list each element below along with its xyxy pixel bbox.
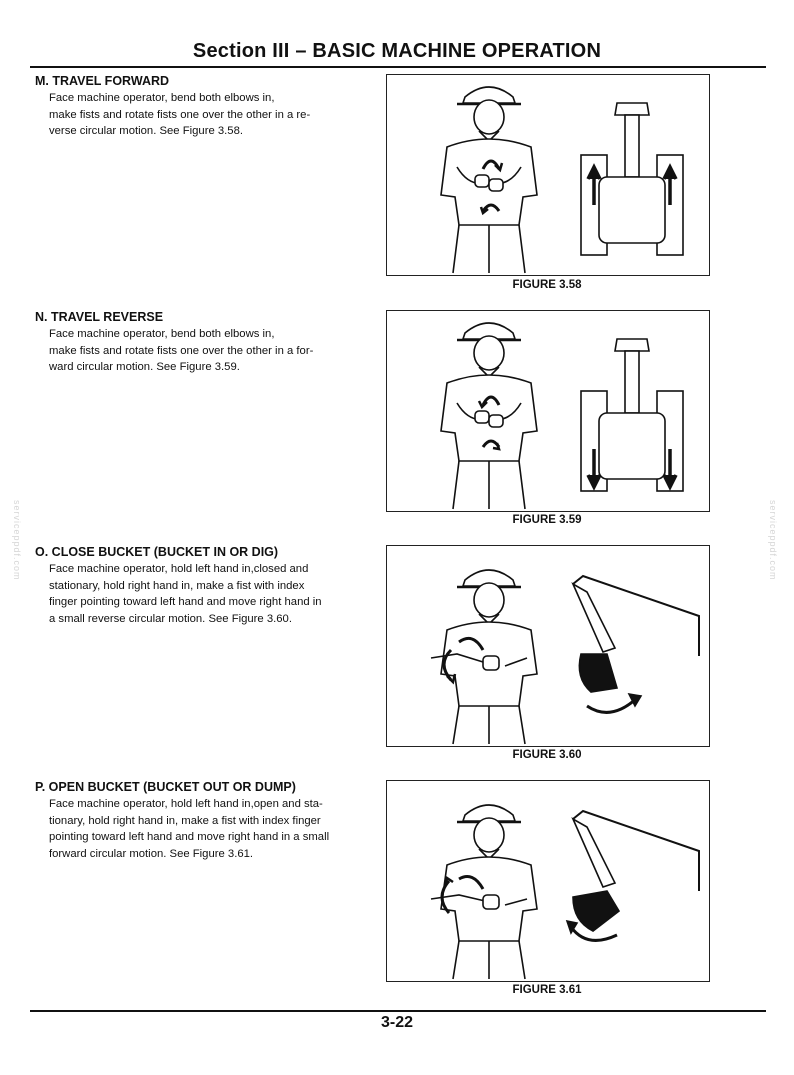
- travel-reverse-illustration: [440, 322, 684, 510]
- page-title: Section III – BASIC MACHINE OPERATION: [192, 40, 602, 62]
- section-body-close-bucket: Face machine operator, hold left hand in…: [49, 561, 359, 627]
- excavator-top-view: [580, 338, 684, 492]
- operator-figure: [440, 86, 538, 274]
- bottom-rule: [30, 1010, 766, 1012]
- section-body-travel-reverse: Face machine operator, bend both elbows …: [49, 326, 359, 376]
- watermark-left: serviceppdf.com: [12, 500, 22, 581]
- figure-close-bucket: [386, 545, 710, 747]
- text-line: stationary, hold right hand in, make a f…: [49, 579, 305, 592]
- figure-open-bucket: [386, 780, 710, 982]
- text-line: finger pointing toward left hand and mov…: [49, 596, 322, 609]
- text-line: make fists and rotate fists one over the…: [49, 108, 311, 121]
- caption-figure-3-61: FIGURE 3.61: [512, 984, 582, 996]
- watermark-right: serviceppdf.com: [768, 500, 778, 581]
- text-line: Face machine operator, hold left hand in…: [49, 798, 323, 810]
- excavator-arm-bucket: [571, 574, 700, 714]
- text-line: a small reverse circular motion. See Fig…: [49, 612, 292, 625]
- operator-figure: [430, 569, 538, 745]
- text-line: Face machine operator, hold left hand in…: [49, 563, 309, 575]
- text-line: tionary, hold right hand in, make a fist…: [49, 814, 321, 827]
- section-heading-travel-reverse: N. TRAVEL REVERSE: [35, 310, 164, 324]
- travel-forward-illustration: [440, 86, 684, 274]
- caption-figure-3-59: FIGURE 3.59: [512, 514, 582, 526]
- title-rule: [30, 66, 766, 68]
- section-heading-open-bucket: P. OPEN BUCKET (BUCKET OUT OR DUMP): [35, 780, 296, 794]
- section-body-open-bucket: Face machine operator, hold left hand in…: [49, 796, 359, 862]
- operator-figure: [430, 804, 538, 980]
- open-bucket-illustration: [430, 804, 700, 980]
- close-bucket-illustration: [430, 569, 700, 745]
- text-line: verse circular motion. See Figure 3.58.: [49, 125, 244, 138]
- text-line: Face machine operator, bend both elbows …: [49, 328, 275, 340]
- page-number: 3-22: [380, 1014, 414, 1031]
- text-line: make fists and rotate fists one over the…: [49, 344, 314, 357]
- section-heading-travel-forward: M. TRAVEL FORWARD: [35, 74, 170, 88]
- text-line: forward circular motion. See Figure 3.61…: [49, 847, 254, 860]
- text-line: Face machine operator, bend both elbows …: [49, 92, 275, 104]
- operator-figure: [440, 322, 538, 510]
- section-heading-close-bucket: O. CLOSE BUCKET (BUCKET IN OR DIG): [35, 545, 279, 559]
- caption-figure-3-58: FIGURE 3.58: [512, 279, 582, 291]
- figure-travel-reverse: [386, 310, 710, 512]
- section-body-travel-forward: Face machine operator, bend both elbows …: [49, 90, 359, 140]
- text-line: ward circular motion. See Figure 3.59.: [49, 361, 240, 374]
- excavator-top-view: [580, 102, 684, 256]
- text-line: pointing toward left hand and move right…: [49, 831, 330, 844]
- excavator-arm-bucket: [565, 809, 700, 942]
- figure-travel-forward: [386, 74, 710, 276]
- caption-figure-3-60: FIGURE 3.60: [512, 749, 582, 761]
